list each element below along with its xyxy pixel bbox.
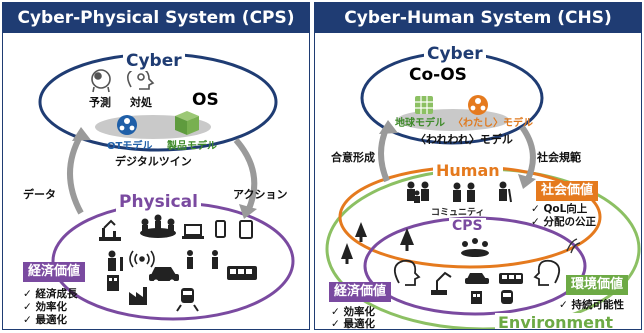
handle-icon bbox=[127, 67, 155, 90]
chs-cyber-title: Cyber bbox=[424, 44, 486, 64]
consensus-label: 合意形成 bbox=[331, 151, 375, 164]
chs-economic-value-box: 経済価値 bbox=[329, 282, 392, 302]
environmental-value-box: 環境価値 bbox=[566, 275, 629, 295]
people-group-icon bbox=[453, 182, 475, 202]
factory-robot-icon bbox=[99, 219, 121, 241]
earth-model-label: 地球モデル bbox=[395, 118, 445, 129]
worker-icon bbox=[108, 250, 123, 271]
data-arrow-label: データ bbox=[23, 188, 56, 201]
person-elderly-icon bbox=[499, 181, 512, 203]
human-title: Human bbox=[433, 161, 503, 180]
bullet-sustainability: ✓ 持続可能性 bbox=[559, 299, 624, 311]
coos-label: Co-OS bbox=[409, 65, 467, 85]
person-icon-2 bbox=[212, 250, 218, 269]
os-label: OS bbox=[192, 90, 219, 110]
norms-arrow bbox=[519, 125, 536, 183]
family-icon bbox=[407, 181, 429, 203]
chs-bus-icon bbox=[499, 273, 523, 284]
chs-panel: Cyber-Human System (CHS) Cyber Co-OS 地球モ… bbox=[314, 2, 642, 330]
tree-icon-2 bbox=[341, 243, 353, 264]
bullet-qol: ✓ QoL向上 bbox=[531, 203, 588, 215]
grass-icon bbox=[566, 238, 581, 254]
cps-inner-title: CPS bbox=[449, 218, 486, 234]
environment-title: Environment bbox=[495, 313, 617, 329]
watashi-model-icon bbox=[468, 95, 488, 115]
action-arrow-label: アクション bbox=[233, 188, 288, 201]
robot-arm-icon bbox=[431, 271, 452, 295]
ai-head-left-icon bbox=[393, 259, 421, 286]
ot-model-label: OTモデル bbox=[107, 141, 153, 152]
building-icon bbox=[107, 275, 119, 291]
chs-car-icon bbox=[465, 273, 489, 284]
person-walking-icon bbox=[187, 250, 193, 269]
ai-head-right-icon bbox=[533, 259, 561, 286]
chs-bullet-optimization: ✓ 最適化 bbox=[331, 318, 375, 330]
ot-model-icon bbox=[117, 115, 137, 135]
factory-icon bbox=[129, 287, 147, 305]
cps-diagram-graphics bbox=[38, 52, 295, 321]
tree-icon-3 bbox=[400, 228, 414, 251]
cps-banner-title: Cyber-Physical System (CPS) bbox=[3, 3, 309, 33]
chs-banner-title: Cyber-Human System (CHS) bbox=[315, 3, 641, 33]
tree-icon-1 bbox=[355, 222, 367, 242]
watashi-model-label: 〈わたし〉モデル bbox=[453, 118, 533, 129]
digital-twin-label: デジタルツイン bbox=[115, 155, 192, 168]
bus-icon bbox=[227, 266, 257, 280]
laptop-icon bbox=[182, 224, 204, 239]
handle-label: 対処 bbox=[130, 96, 152, 109]
chs-diagram-graphics bbox=[325, 51, 641, 329]
chs-bullet-efficiency: ✓ 効率化 bbox=[331, 306, 375, 318]
predict-label: 予測 bbox=[89, 96, 111, 109]
consensus-arrow bbox=[378, 125, 390, 183]
people-meeting-icon bbox=[140, 214, 176, 238]
wareware-model-label: 〈われわれ〉モデル bbox=[415, 133, 513, 146]
tablet-icon bbox=[239, 220, 253, 239]
cyber-title: Cyber bbox=[123, 51, 185, 71]
chs-train-icon bbox=[501, 290, 513, 304]
data-arrow bbox=[67, 133, 84, 215]
chs-building-icon bbox=[471, 291, 482, 304]
bullet-efficiency: ✓ 効率化 bbox=[23, 301, 67, 313]
bullet-optimization: ✓ 最適化 bbox=[23, 314, 67, 326]
predict-icon bbox=[91, 69, 111, 93]
wireless-icon bbox=[129, 250, 155, 268]
social-value-box: 社会価値 bbox=[536, 181, 599, 201]
bullet-economic-growth: ✓ 経済成長 bbox=[23, 288, 78, 300]
community-label: コミュニティ bbox=[431, 208, 485, 218]
phone-icon bbox=[215, 220, 226, 238]
cps-panel: Cyber-Physical System (CPS) Cyber 予測 対処 … bbox=[2, 2, 310, 330]
car-icon bbox=[149, 267, 179, 285]
social-norms-label: 社会規範 bbox=[537, 151, 581, 164]
product-model-label: 製品モデル bbox=[167, 141, 217, 152]
product-model-icon bbox=[175, 111, 199, 135]
meeting-icon bbox=[461, 238, 489, 257]
action-arrow bbox=[233, 138, 258, 213]
train-icon bbox=[176, 288, 199, 312]
earth-model-icon bbox=[415, 96, 433, 114]
bullet-fair-distribution: ✓ 分配の公正 bbox=[531, 216, 596, 228]
physical-title: Physical bbox=[116, 192, 201, 212]
economic-value-box: 経済価値 bbox=[23, 262, 86, 282]
